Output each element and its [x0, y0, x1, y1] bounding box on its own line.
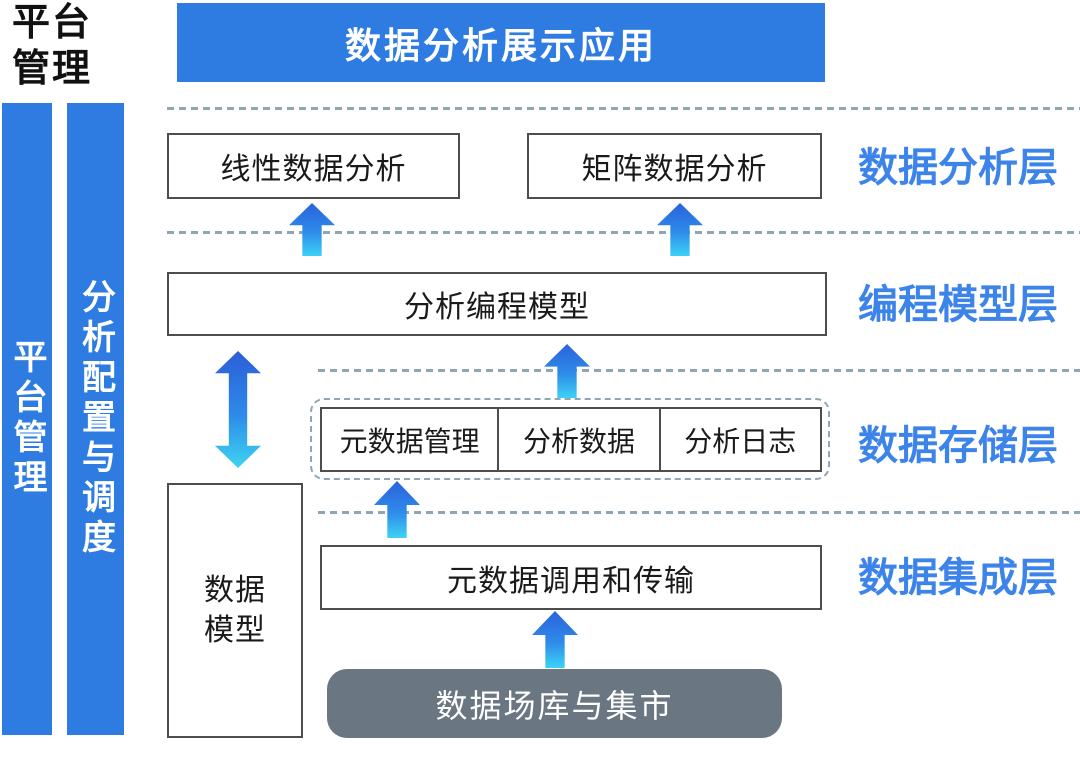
- box-data-model: 数据 模型: [167, 483, 303, 738]
- corner-label-line1: 平台: [12, 2, 93, 44]
- arrow-up-transfer-to-storage-icon: [374, 481, 420, 538]
- banner-title: 数据分析展示应用: [344, 24, 657, 66]
- box-matrix-data-analysis: 矩阵数据分析: [527, 133, 822, 199]
- corner-platform-management-label: 平台 管理: [12, 0, 92, 92]
- layer-divider-storage-integration: [318, 511, 1080, 514]
- corner-label-line2: 管理: [12, 48, 93, 90]
- box-analysis-programming-model: 分析编程模型: [167, 272, 827, 336]
- layer-divider-top: [167, 107, 1080, 110]
- sidebar-analysis-config-scheduling-label: 分析配置与调度: [76, 279, 115, 559]
- sidebar-analysis-config-scheduling: 分析配置与调度: [67, 103, 124, 735]
- box-data-warehouse-mart: 数据场库与集市: [327, 669, 782, 738]
- cell-analysis-log: 分析日志: [684, 425, 797, 457]
- box-metadata-call-transfer: 元数据调用和传输: [320, 545, 822, 610]
- cell-metadata-management: 元数据管理: [322, 409, 500, 470]
- sidebar-platform-management: 平台管理: [2, 103, 52, 735]
- layer-label-data-storage: 数据存储层: [858, 424, 1058, 468]
- layer-divider-programming-storage: [318, 369, 1080, 372]
- arrow-up-warehouse-to-transfer-icon: [532, 611, 578, 668]
- data-model-label-line2: 模型: [204, 613, 266, 647]
- data-model-label-line1: 数据: [204, 573, 266, 607]
- sidebar-platform-management-label: 平台管理: [8, 339, 46, 499]
- arrow-up-to-matrix-analysis-icon: [657, 203, 703, 256]
- top-banner-data-analysis-display-app: 数据分析展示应用: [177, 3, 825, 82]
- arrow-double-datamodel-programming-icon: [215, 351, 261, 468]
- layer-divider-analysis-programming: [167, 231, 1080, 234]
- layer-label-programming-model: 编程模型层: [858, 283, 1058, 327]
- box-linear-data-analysis: 线性数据分析: [167, 133, 460, 199]
- cell-analysis-data: 分析数据: [499, 409, 661, 470]
- data-warehouse-mart-label: 数据场库与集市: [435, 687, 674, 724]
- layer-label-data-analysis: 数据分析层: [858, 146, 1058, 190]
- storage-layer-table: 元数据管理 分析数据 分析日志: [320, 407, 822, 472]
- layer-label-data-integration: 数据集成层: [858, 556, 1058, 600]
- arrow-up-to-linear-analysis-icon: [289, 203, 335, 256]
